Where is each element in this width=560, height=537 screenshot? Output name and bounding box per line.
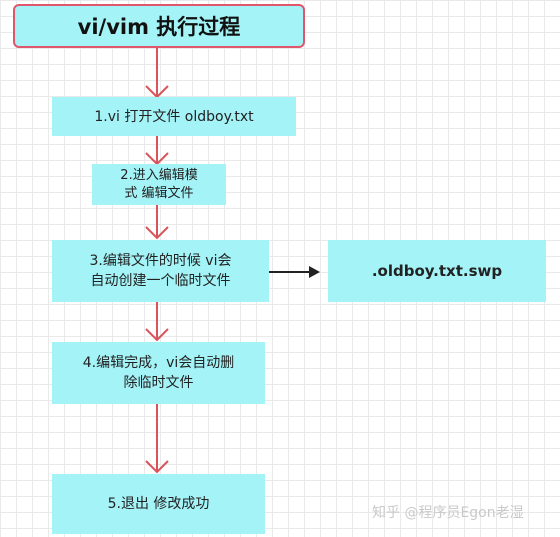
- arrow-step2-to-step3: [145, 205, 169, 240]
- step-3-box: 3.编辑文件的时候 vi会 自动创建一个临时文件: [52, 240, 269, 302]
- watermark: 知乎 @程序员Egon老湿: [372, 505, 524, 521]
- step-3-line-1: 3.编辑文件的时候 vi会: [89, 253, 232, 269]
- arrow-step4-to-step5: [145, 404, 169, 474]
- step-1-box: 1.vi 打开文件 oldboy.txt: [52, 97, 296, 136]
- step-4-line-2: 除临时文件: [123, 375, 194, 391]
- arrow-title-to-step1: [145, 48, 169, 99]
- arrow-step3-to-tempfile: [269, 266, 320, 278]
- step-1-line-1: 1.vi 打开文件 oldboy.txt: [94, 108, 254, 125]
- temp-file-box: .oldboy.txt.swp: [328, 240, 546, 302]
- step-5-box: 5.退出 修改成功: [52, 474, 265, 534]
- step-4-box: 4.编辑完成，vi会自动删 除临时文件: [52, 342, 265, 404]
- arrow-step1-to-step2: [145, 136, 169, 166]
- step-2-box: 2.进入编辑模 式 编辑文件: [92, 164, 226, 205]
- step-2-line-1: 2.进入编辑模: [120, 167, 198, 183]
- arrow-step3-to-step4: [145, 302, 169, 342]
- step-4-line-1: 4.编辑完成，vi会自动删: [82, 355, 235, 371]
- diagram-title: vi/vim 执行过程: [13, 4, 305, 48]
- step-3-line-2: 自动创建一个临时文件: [90, 273, 231, 289]
- temp-file-label: .oldboy.txt.swp: [371, 262, 503, 280]
- step-5-line-1: 5.退出 修改成功: [107, 496, 210, 512]
- step-2-line-2: 式 编辑文件: [124, 185, 194, 201]
